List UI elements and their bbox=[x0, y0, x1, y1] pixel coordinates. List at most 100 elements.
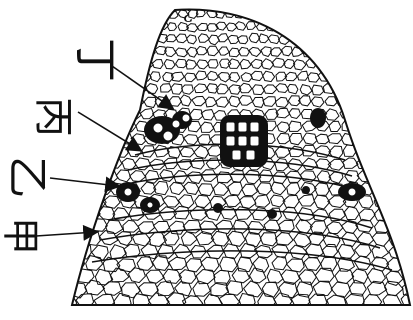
cell bbox=[391, 120, 404, 132]
cell bbox=[405, 232, 413, 245]
cell bbox=[376, 72, 388, 83]
cell bbox=[73, 170, 89, 181]
cell bbox=[394, 24, 404, 32]
cell bbox=[395, 133, 407, 144]
cell bbox=[329, 36, 340, 44]
cell bbox=[97, 96, 109, 106]
cell bbox=[361, 34, 371, 42]
cell bbox=[409, 48, 413, 56]
cell bbox=[51, 282, 70, 298]
cell bbox=[334, 47, 345, 55]
cell bbox=[395, 97, 407, 107]
cell bbox=[54, 11, 63, 19]
cell bbox=[131, 59, 142, 68]
cell bbox=[319, 35, 329, 43]
cell bbox=[89, 22, 99, 30]
cell bbox=[146, 35, 157, 44]
cell bbox=[407, 219, 413, 233]
cell bbox=[126, 36, 135, 44]
cell bbox=[387, 171, 400, 183]
cell bbox=[396, 10, 405, 17]
cell bbox=[119, 23, 129, 32]
cell bbox=[340, 71, 353, 81]
cell bbox=[404, 122, 413, 133]
cell bbox=[59, 220, 75, 232]
cell bbox=[402, 182, 413, 196]
cell bbox=[386, 159, 399, 170]
cell bbox=[84, 96, 97, 107]
arrow-yi bbox=[50, 178, 118, 186]
cell bbox=[55, 34, 66, 43]
cell bbox=[365, 121, 378, 131]
cell bbox=[128, 71, 139, 81]
cell bbox=[244, 10, 254, 18]
cell bbox=[105, 132, 120, 144]
cell bbox=[404, 243, 413, 258]
cell bbox=[376, 109, 389, 119]
cell bbox=[60, 47, 70, 55]
cell bbox=[309, 10, 319, 17]
cell bbox=[112, 121, 125, 132]
cell bbox=[77, 84, 90, 94]
cell bbox=[119, 96, 131, 107]
cell bbox=[111, 10, 120, 18]
cell bbox=[98, 22, 109, 31]
cell bbox=[384, 146, 397, 158]
label-top-mark: ? bbox=[183, 4, 193, 25]
cell bbox=[361, 96, 372, 106]
cell bbox=[405, 209, 413, 221]
cell bbox=[357, 146, 371, 158]
cell bbox=[405, 257, 413, 270]
cell bbox=[96, 159, 110, 170]
cell bbox=[370, 147, 384, 158]
cell bbox=[404, 85, 413, 95]
cell bbox=[403, 196, 413, 207]
cell bbox=[377, 47, 388, 55]
cell bbox=[70, 23, 79, 32]
cell bbox=[386, 96, 397, 107]
cell bbox=[388, 197, 404, 208]
cell bbox=[354, 21, 365, 30]
cell bbox=[386, 10, 396, 18]
cell bbox=[371, 36, 381, 44]
cell bbox=[381, 35, 392, 43]
cell bbox=[59, 269, 79, 284]
cell bbox=[103, 10, 112, 18]
cell bbox=[374, 170, 387, 183]
cell bbox=[124, 47, 135, 57]
cell bbox=[122, 11, 131, 18]
cell bbox=[50, 257, 70, 272]
cell bbox=[312, 47, 322, 56]
cell bbox=[74, 219, 91, 233]
cell bbox=[347, 97, 361, 107]
cell bbox=[345, 85, 357, 94]
label-bing: 丙 bbox=[30, 97, 76, 137]
cell bbox=[349, 60, 361, 69]
cell bbox=[408, 97, 413, 107]
cell bbox=[390, 207, 404, 220]
cell bbox=[325, 22, 335, 30]
cell bbox=[397, 70, 409, 81]
cell bbox=[372, 97, 385, 107]
cell bbox=[393, 84, 405, 94]
cell bbox=[92, 108, 103, 118]
cell bbox=[330, 11, 339, 18]
cell bbox=[140, 10, 150, 18]
cell bbox=[381, 83, 393, 94]
cell bbox=[398, 147, 412, 158]
cell bbox=[92, 133, 105, 145]
cell bbox=[319, 9, 329, 18]
cell bbox=[283, 10, 293, 18]
cell bbox=[371, 59, 381, 68]
cell bbox=[407, 134, 413, 145]
cell bbox=[101, 85, 113, 94]
cell bbox=[159, 10, 169, 17]
cell bbox=[109, 23, 118, 31]
cell bbox=[363, 109, 376, 120]
cell bbox=[54, 84, 65, 93]
cell bbox=[371, 159, 386, 171]
cell bbox=[58, 244, 76, 257]
cell bbox=[53, 183, 67, 195]
cell bbox=[356, 47, 366, 56]
